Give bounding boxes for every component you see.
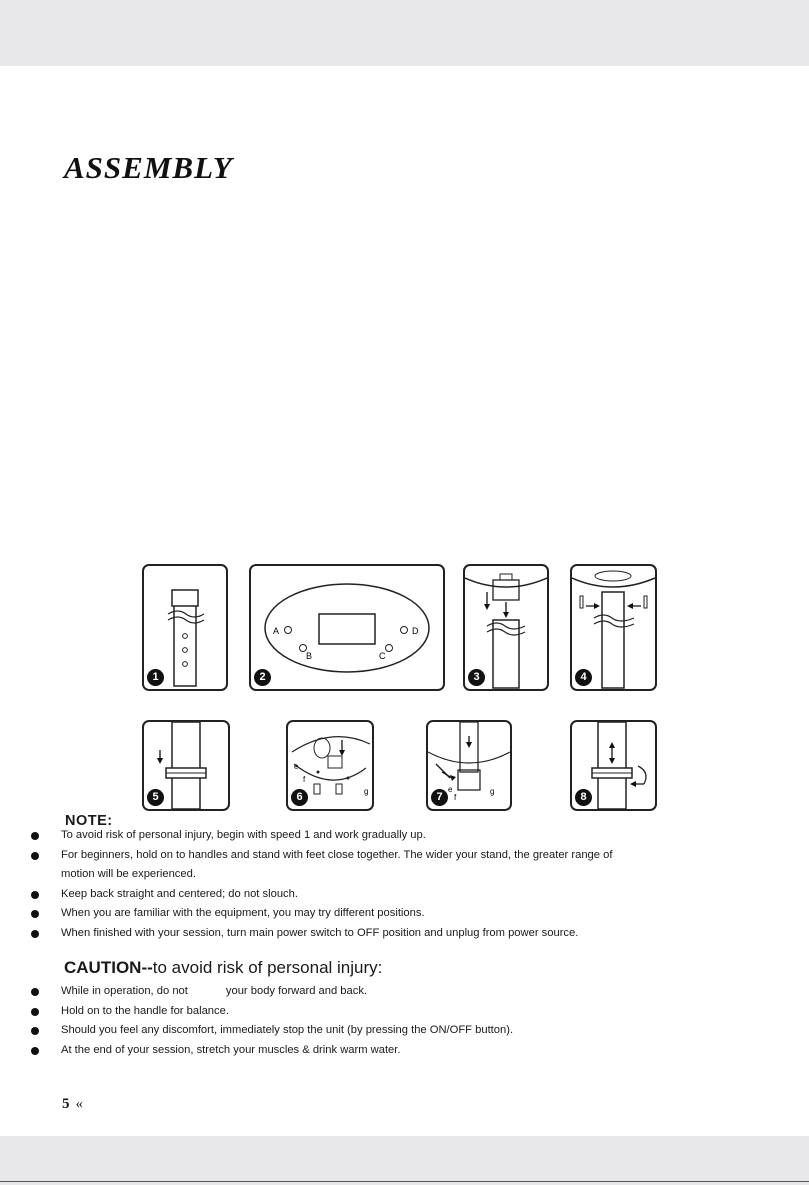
list-item: At the end of your session, stretch your…	[0, 1041, 761, 1061]
label-e: e	[294, 762, 299, 771]
label-g: g	[364, 787, 368, 796]
chevron-left-icon: «	[75, 1096, 84, 1112]
note-list: To avoid risk of personal injury, begin …	[0, 826, 761, 943]
bottom-rule	[0, 1181, 809, 1182]
list-item: Hold on to the handle for balance.	[0, 1002, 761, 1022]
step-number: 3	[468, 669, 485, 686]
list-item: Keep back straight and centered; do not …	[0, 885, 761, 905]
bullet-icon	[31, 1046, 39, 1055]
label-f: f	[454, 793, 457, 802]
step-4-panel: 4	[570, 564, 657, 691]
step-number: 6	[291, 789, 308, 806]
collar-slide-illustration	[157, 722, 207, 809]
bullet-icon	[31, 851, 39, 860]
step-number: 4	[575, 669, 592, 686]
label-e: e	[448, 785, 453, 794]
step-number: 8	[575, 789, 592, 806]
top-band	[0, 0, 809, 66]
list-item: To avoid risk of personal injury, begin …	[0, 826, 761, 846]
step-5-panel: 5	[142, 720, 230, 811]
page-number: 5«	[62, 1096, 84, 1112]
step-1-panel: 1	[142, 564, 228, 691]
step-8-panel: 8	[570, 720, 657, 811]
caution-heading: CAUTION--to avoid risk of personal injur…	[64, 958, 383, 977]
bullet-icon	[31, 890, 39, 899]
list-item: When finished with your session, turn ma…	[0, 924, 761, 944]
step-number: 2	[254, 669, 271, 686]
label-c: C	[379, 651, 386, 661]
list-item: When you are familiar with the equipment…	[0, 904, 761, 924]
step-number: 5	[147, 789, 164, 806]
list-item: motion will be experienced.	[61, 868, 196, 880]
note-heading: NOTE:	[65, 813, 113, 829]
bullet-icon	[31, 832, 39, 840]
label-d: D	[412, 626, 419, 636]
label-f: f	[303, 775, 306, 784]
step-7-panel: e f g 7	[426, 720, 512, 811]
base-mount-illustration: e f g	[428, 722, 510, 802]
page-title: ASSEMBLY	[64, 150, 233, 185]
step-3-panel: 3	[463, 564, 549, 691]
step-number: 7	[431, 789, 448, 806]
bottom-band	[0, 1136, 809, 1185]
base-insert-illustration	[465, 573, 547, 689]
label-a: A	[273, 626, 279, 636]
bullet-icon	[31, 929, 39, 938]
step-2-panel: A B C D 2	[249, 564, 445, 691]
control-panel-illustration: A B C D	[264, 583, 430, 673]
base-bolt-illustration: e f g	[291, 736, 371, 796]
list-item: Should you feel any discomfort, immediat…	[0, 1021, 761, 1041]
bullet-icon	[31, 910, 39, 918]
bullet-icon	[31, 988, 39, 996]
step-number: 1	[147, 669, 164, 686]
screw-fastening-illustration	[572, 570, 655, 689]
label-g: g	[490, 787, 494, 796]
step-6-panel: e f g 6	[286, 720, 374, 811]
collar-tighten-illustration	[591, 722, 647, 809]
bullet-icon	[31, 1007, 39, 1016]
bullet-icon	[31, 1027, 39, 1035]
list-item: For beginners, hold on to handles and st…	[0, 846, 761, 866]
tube-illustration	[167, 589, 205, 687]
label-b: B	[306, 651, 312, 661]
